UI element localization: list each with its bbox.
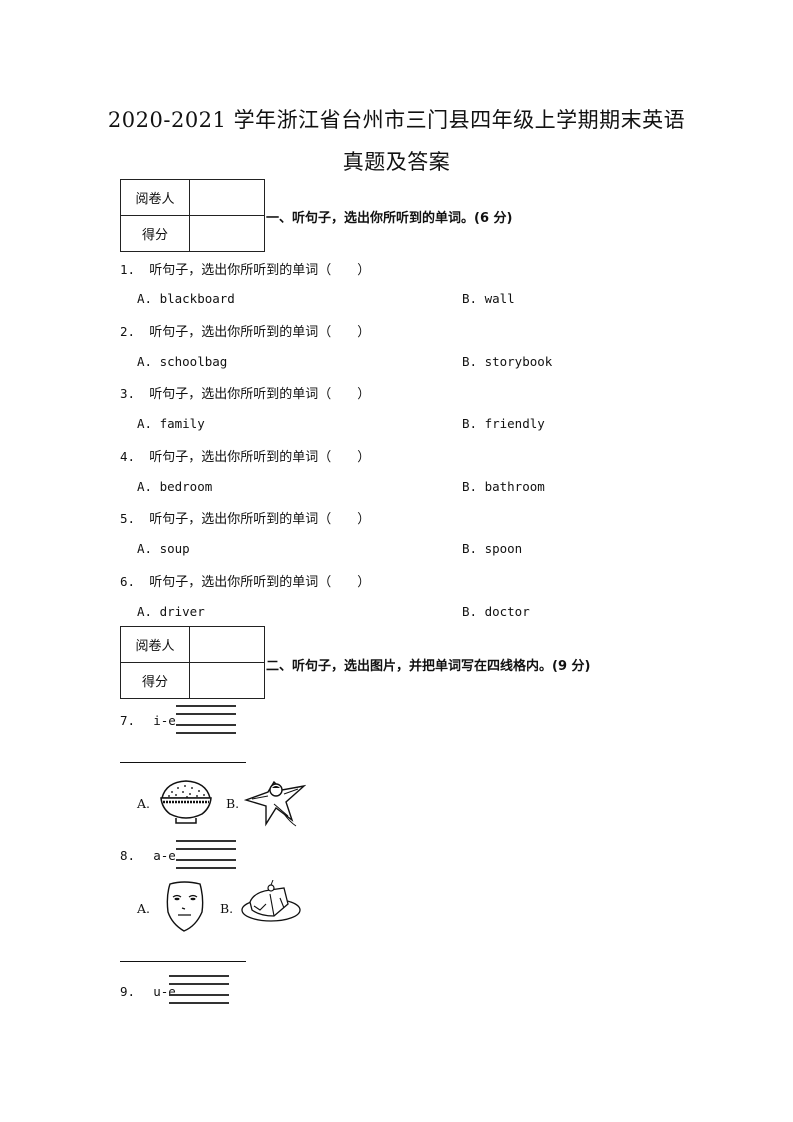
question-number: 3. [120,386,136,401]
question-7: 7. i-e [120,713,176,729]
face-icon[interactable] [164,880,206,932]
question-8: 8. a-e [120,848,176,864]
question-3: 3. 听句子，选出你所听到的单词（ ） [120,383,370,402]
option-b[interactable]: B. spoon [462,541,523,556]
score-field[interactable] [189,215,265,252]
score-label: 得分 [120,215,190,252]
question-prompt: 听句子，选出你所听到的单词（ ） [149,575,371,590]
question-number: 7. [120,713,136,728]
reviewer-label: 阅卷人 [120,179,190,216]
option-a[interactable]: A. schoolbag [137,354,228,369]
cake-icon[interactable] [240,880,302,924]
reviewer-label: 阅卷人 [120,626,190,663]
option-b[interactable]: B. friendly [462,416,545,431]
score-box-section2: 阅卷人 得分 [120,626,265,699]
four-line-grid[interactable] [176,705,236,734]
kite-icon[interactable] [244,778,306,828]
document-title-line1: 2020-2021 学年浙江省台州市三门县四年级上学期期末英语 [107,108,686,132]
question-prompt: 听句子，选出你所听到的单词（ ） [149,512,371,527]
option-a[interactable]: A. family [137,416,205,431]
question-number: 8. [120,848,136,863]
question-number: 9. [120,984,136,999]
question-9: 9. u-e [120,984,176,1000]
question-number: 1. [120,262,136,277]
option-a[interactable]: A. soup [137,541,190,556]
spelling-pattern: i-e [153,713,176,728]
option-b-label: B. [220,901,234,916]
answer-line[interactable] [120,762,246,764]
option-b[interactable]: B. storybook [462,354,553,369]
reviewer-field[interactable] [189,626,265,663]
four-line-grid[interactable] [176,840,236,869]
question-prompt: 听句子，选出你所听到的单词（ ） [149,263,371,278]
score-label: 得分 [120,662,190,699]
question-prompt: 听句子，选出你所听到的单词（ ） [149,325,371,340]
option-b[interactable]: B. doctor [462,604,530,619]
reviewer-field[interactable] [189,179,265,216]
question-number: 5. [120,511,136,526]
question-5: 5. 听句子，选出你所听到的单词（ ） [120,508,370,527]
option-a[interactable]: A. driver [137,604,205,619]
option-a-label: A. [137,796,151,811]
option-b[interactable]: B. wall [462,291,515,306]
question-prompt: 听句子，选出你所听到的单词（ ） [149,450,371,465]
rice-bowl-icon[interactable] [158,778,214,826]
question-number: 4. [120,449,136,464]
spelling-pattern: a-e [153,848,176,863]
four-line-grid[interactable] [169,975,229,1004]
section2-heading: 二、听句子，选出图片，并把单词写在四线格内。(9 分) [266,659,591,674]
option-b[interactable]: B. bathroom [462,479,545,494]
question-4: 4. 听句子，选出你所听到的单词（ ） [120,446,370,465]
answer-line[interactable] [120,961,246,963]
document-title-line2: 真题及答案 [342,150,451,174]
question-6: 6. 听句子，选出你所听到的单词（ ） [120,571,370,590]
question-prompt: 听句子，选出你所听到的单词（ ） [149,387,371,402]
option-b-label: B. [226,796,240,811]
score-field[interactable] [189,662,265,699]
option-a-label: A. [137,901,151,916]
option-a[interactable]: A. blackboard [137,291,235,306]
score-box-section1: 阅卷人 得分 [120,179,265,252]
question-2: 2. 听句子，选出你所听到的单词（ ） [120,321,370,340]
question-1: 1. 听句子，选出你所听到的单词（ ） [120,259,370,278]
option-a[interactable]: A. bedroom [137,479,213,494]
question-number: 2. [120,324,136,339]
section1-heading: 一、听句子，选出你所听到的单词。(6 分) [266,211,513,226]
question-number: 6. [120,574,136,589]
